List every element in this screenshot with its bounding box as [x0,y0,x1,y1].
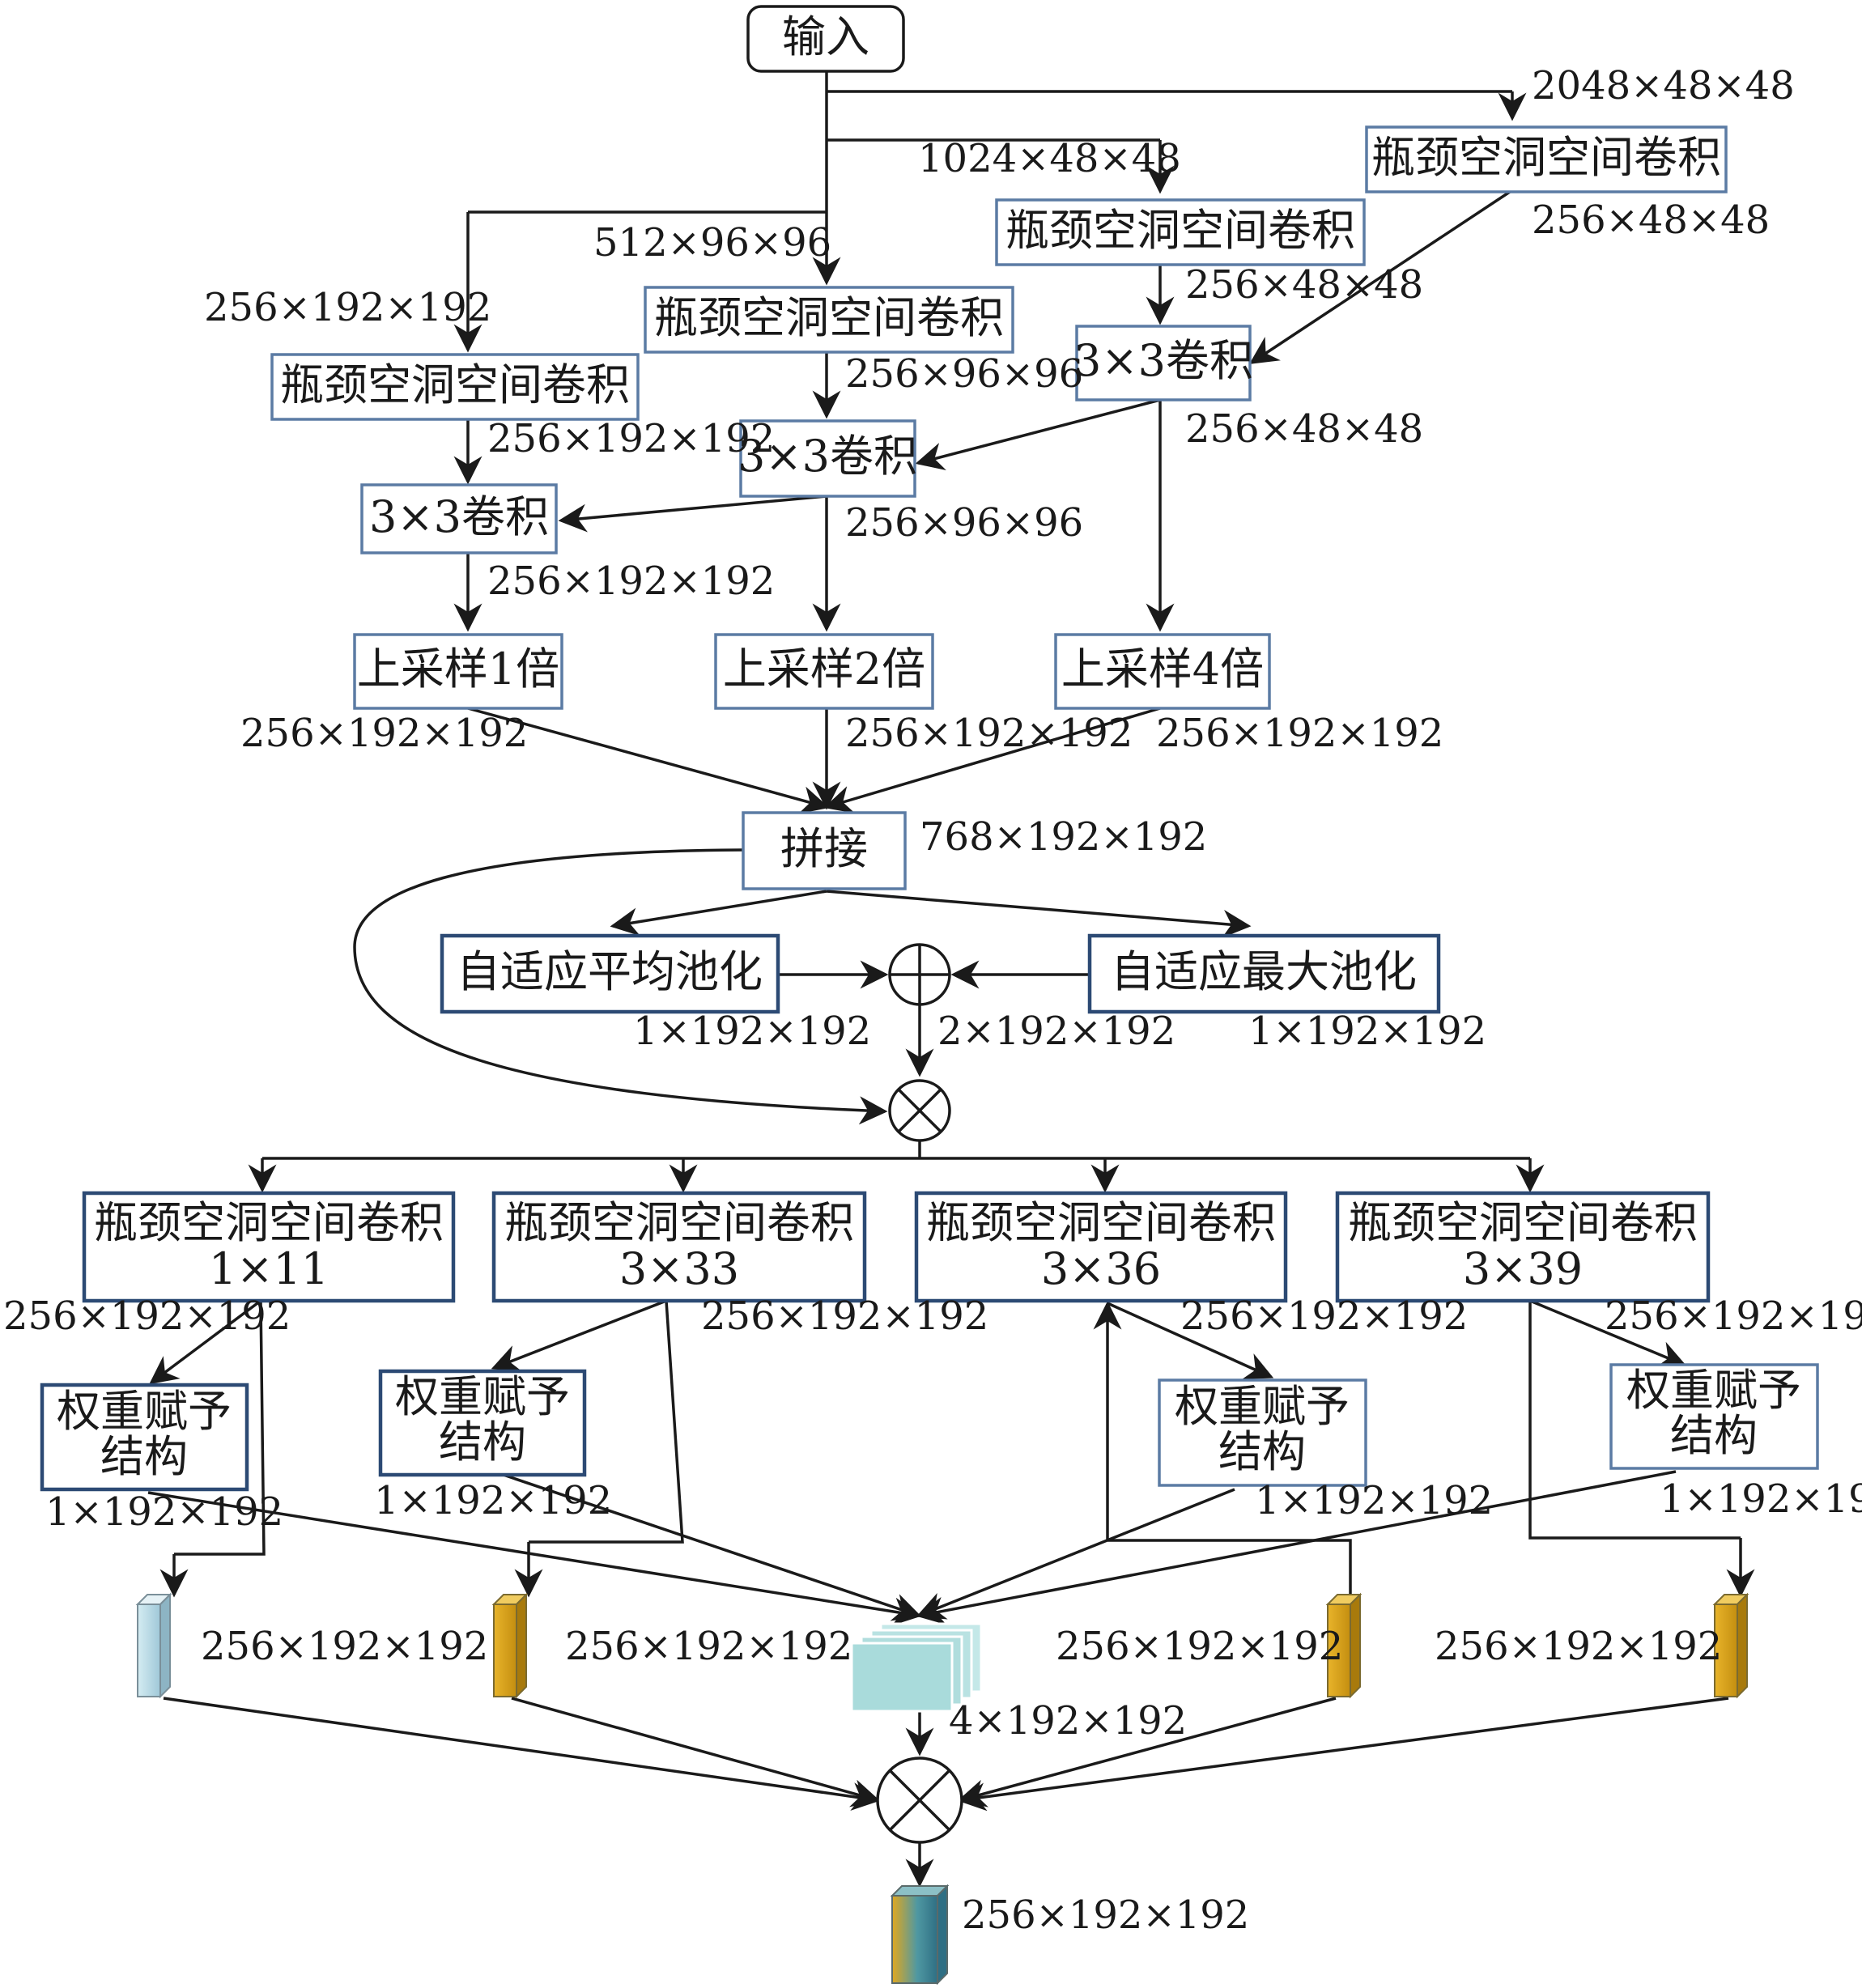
dim-256x192-i: 256×192×192 [1180,1293,1468,1339]
weight-box-3: 权重赋予 结构 [1158,1378,1367,1487]
dimension-labels: 2048×48×48 1024×48×48 256×48×48 512×96×9… [3,63,1862,1938]
dim-256x192-f: 256×192×192 [1156,711,1443,756]
dim-256x192-a: 256×192×192 [204,285,491,330]
dim-1x192-f: 1×192×192 [1660,1476,1862,1522]
dim-256x96-a: 256×96×96 [845,351,1083,397]
upsample-box-2: 上采样2倍 [714,633,934,710]
dim-1024: 1024×48×48 [918,136,1181,181]
bottleneck-label: 瓶颈空洞空间卷积 [1348,1197,1698,1248]
feature-map-gold-4 [1712,1592,1749,1699]
dim-256x96-b: 256×96×96 [845,500,1083,546]
conv3x3-box-96: 3×3卷积 [738,419,917,498]
upsample-box-4: 上采样4倍 [1054,633,1271,710]
weight-label-line1: 权重赋予 [57,1386,232,1437]
dim-256x192-k: 256×192×192 [201,1624,488,1669]
input-label: 输入 [782,11,869,62]
dim-256x192-e: 256×192×192 [845,711,1133,756]
dim-256x48-b: 256×48×48 [1185,262,1423,308]
dim-1x192-e: 1×192×192 [1255,1478,1493,1523]
branch-rate-4: 3×39 [1463,1243,1583,1294]
dim-256x192-l: 256×192×192 [565,1624,852,1669]
dim-256x48-a: 256×48×48 [1532,198,1770,243]
weight-label-line2: 结构 [1218,1426,1306,1477]
branch-rate-2: 3×33 [619,1243,739,1294]
weight-label-line2: 结构 [439,1417,526,1468]
dim-256x192-c: 256×192×192 [487,559,775,604]
weight-stack [850,1622,983,1713]
conv3x3-label: 3×3卷积 [369,491,549,542]
dim-output: 256×192×192 [962,1892,1249,1938]
weight-box-2: 权重赋予 结构 [378,1369,587,1477]
weight-label-line2: 结构 [100,1431,188,1482]
dim-1x192-b: 1×192×192 [1248,1009,1486,1054]
upsample-label-4: 上采样4倍 [1061,644,1264,695]
concat-label: 拼接 [780,823,868,874]
bottleneck-label: 瓶颈空洞空间卷积 [926,1197,1276,1248]
dim-512: 512×96×96 [593,220,831,265]
dim-2048: 2048×48×48 [1532,63,1795,108]
branch-box-1: 瓶颈空洞空间卷积 1×11 [82,1191,456,1303]
conv3x3-label: 3×3卷积 [1073,335,1253,386]
weight-label-line1: 权重赋予 [1175,1381,1350,1432]
upsample-label-1: 上采样1倍 [357,644,559,695]
bottleneck-box-2048: 瓶颈空洞空间卷积 [1365,125,1728,193]
bottleneck-label: 瓶颈空洞空间卷积 [504,1197,854,1248]
bottleneck-label: 瓶颈空洞空间卷积 [654,292,1004,343]
dim-256x192-g: 256×192×192 [3,1293,291,1339]
bottleneck-box-256: 瓶颈空洞空间卷积 [270,353,640,421]
conv3x3-box-48: 3×3卷积 [1073,325,1253,401]
dim-1x192-a: 1×192×192 [633,1009,871,1054]
conv3x3-label: 3×3卷积 [738,431,917,482]
weight-box-4: 权重赋予 结构 [1609,1363,1819,1470]
final-multiply-operator-icon [876,1756,963,1844]
dim-768: 768×192×192 [920,814,1207,860]
dim-1x192-c: 1×192×192 [45,1489,283,1535]
bottleneck-label: 瓶颈空洞空间卷积 [94,1197,444,1248]
concat-box: 拼接 [742,811,907,890]
dim-4x192: 4×192×192 [949,1698,1187,1744]
upsample-box-1: 上采样1倍 [353,633,563,710]
weight-box-1: 权重赋予 结构 [40,1383,249,1492]
dim-256x192-n: 256×192×192 [1435,1624,1722,1669]
branch-rate-3: 3×36 [1041,1243,1161,1294]
dim-256x48-c: 256×48×48 [1185,406,1423,452]
weight-label-line1: 权重赋予 [395,1371,570,1422]
avg-pool-box: 自适应平均池化 [440,933,780,1014]
output-feature-map [890,1884,950,1986]
dim-256x192-j: 256×192×192 [1605,1293,1862,1339]
dim-256x192-d: 256×192×192 [240,711,528,756]
max-pool-label: 自适应最大池化 [1111,946,1417,997]
connectors [147,71,1755,1888]
weight-label-line1: 权重赋予 [1626,1365,1801,1416]
branch-box-2: 瓶颈空洞空间卷积 3×33 [491,1191,867,1303]
branch-box-3: 瓶颈空洞空间卷积 3×36 [914,1191,1288,1303]
branch-box-4: 瓶颈空洞空间卷积 3×39 [1335,1191,1711,1303]
dim-256x192-h: 256×192×192 [701,1293,988,1339]
avg-pool-label: 自适应平均池化 [457,946,763,997]
feature-map-blue [135,1592,172,1699]
conv3x3-box-192: 3×3卷积 [360,483,558,554]
add-operator-icon [888,943,951,1006]
bottleneck-label: 瓶颈空洞空间卷积 [1005,205,1355,256]
branch-rate-1: 1×11 [209,1243,329,1294]
bottleneck-box-1024: 瓶颈空洞空间卷积 [995,198,1366,266]
feature-map-gold-3 [1325,1592,1362,1699]
multiply-operator-icon [888,1079,951,1142]
bottleneck-label: 瓶颈空洞空间卷积 [1371,132,1721,183]
feature-map-gold-2 [491,1592,529,1699]
dim-1x192-d: 1×192×192 [374,1478,612,1523]
bottleneck-label: 瓶颈空洞空间卷积 [280,359,630,410]
input-node: 输入 [746,5,905,73]
bottleneck-box-512: 瓶颈空洞空间卷积 [644,286,1014,354]
upsample-label-2: 上采样2倍 [723,644,925,695]
max-pool-box: 自适应最大池化 [1087,933,1441,1014]
dim-256x192-b: 256×192×192 [487,416,775,461]
dim-256x192-m: 256×192×192 [1056,1624,1343,1669]
weight-label-line2: 结构 [1670,1410,1758,1461]
dim-2x192: 2×192×192 [937,1009,1175,1054]
